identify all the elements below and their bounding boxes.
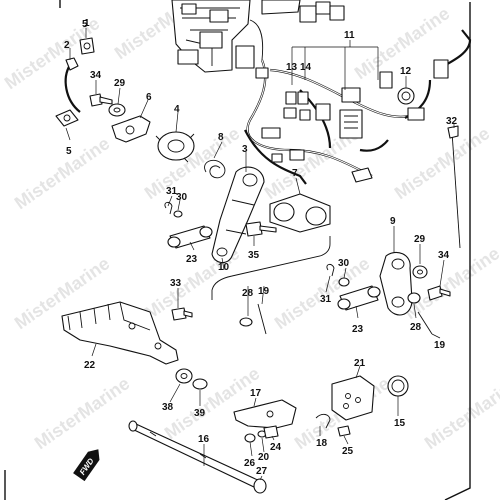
part-labels: 1 2 3 4 5 5 6 7 8 9 10 11 12 13 14 15 16…	[64, 18, 458, 477]
part-number[interactable]: 25	[342, 446, 354, 457]
part-number[interactable]: 28	[410, 322, 422, 333]
leader-lines	[65, 28, 455, 481]
part-number[interactable]: 34	[90, 70, 102, 81]
watermark: MisterMarine	[401, 243, 500, 323]
panel-cap	[331, 375, 409, 421]
shift-rod	[211, 236, 331, 300]
part-number[interactable]: 28	[242, 288, 254, 299]
part-number[interactable]: 22	[84, 360, 96, 371]
part-number[interactable]: 8	[218, 132, 224, 143]
part-number[interactable]: 7	[292, 168, 298, 179]
part-number[interactable]: 10	[218, 262, 230, 273]
part-number[interactable]: 27	[256, 466, 268, 477]
part-number[interactable]: 34	[438, 250, 450, 261]
diagram-frame	[4, 0, 471, 500]
part-number[interactable]: 5	[66, 146, 72, 157]
plate-fasteners	[233, 399, 297, 443]
shaft-bracket	[269, 193, 331, 233]
part-number[interactable]: 38	[162, 402, 174, 413]
part-number[interactable]: 32	[446, 116, 458, 127]
part-number[interactable]: 39	[194, 408, 206, 419]
part-number[interactable]: 12	[400, 66, 412, 77]
part-number[interactable]: 21	[354, 358, 366, 369]
spring	[204, 159, 226, 179]
part-number[interactable]: 13	[286, 62, 298, 73]
grommet-plug	[175, 368, 208, 390]
part-number[interactable]: 33	[170, 278, 182, 289]
clip-screw-lower	[315, 413, 351, 437]
part-number[interactable]: 23	[352, 324, 364, 335]
part-number[interactable]: 31	[166, 186, 178, 197]
part-number[interactable]: 9	[390, 216, 396, 227]
part-number[interactable]: 24	[270, 442, 282, 453]
watermark: MisterMarine	[141, 123, 243, 203]
watermark: MisterMarine	[31, 373, 133, 453]
wiring-harness	[244, 29, 472, 185]
friction-gear	[155, 131, 195, 163]
part-number[interactable]: 20	[258, 452, 270, 463]
part-number[interactable]: 29	[114, 78, 126, 89]
part-number[interactable]: 16	[198, 434, 210, 445]
part-number[interactable]: 31	[320, 294, 332, 305]
part-number[interactable]: 30	[338, 258, 350, 269]
part-number[interactable]: 35	[248, 250, 260, 261]
part-number[interactable]: 30	[176, 192, 188, 203]
part-number[interactable]: 4	[174, 104, 180, 115]
watermark: MisterMarine	[11, 133, 113, 213]
pivot-bolt	[245, 221, 277, 237]
watermark: MisterMarine	[391, 123, 493, 203]
fasteners-right	[407, 265, 451, 335]
link-left	[167, 225, 213, 249]
part-number[interactable]: 26	[244, 458, 256, 469]
part-number[interactable]: 15	[394, 418, 406, 429]
mounting-bracket	[61, 301, 179, 365]
clip-link-right	[326, 263, 381, 311]
part-number[interactable]: 17	[250, 388, 262, 399]
part-number[interactable]: 6	[146, 92, 152, 103]
part-number[interactable]: 2	[64, 40, 70, 51]
bolt-washer-bracket	[89, 93, 151, 143]
part-number[interactable]: 3	[242, 144, 248, 155]
lever-right	[379, 251, 413, 316]
watermark: MisterMarine	[421, 373, 500, 453]
cable-tie	[447, 125, 461, 249]
part-number[interactable]: 29	[414, 234, 426, 245]
part-number[interactable]: 23	[186, 254, 198, 265]
part-number[interactable]: 5	[82, 19, 88, 30]
part-number[interactable]: 11	[344, 30, 355, 41]
bracket-bolt	[171, 307, 193, 321]
washer-pin-center	[239, 303, 267, 335]
fwd-arrow-badge: FWD	[73, 449, 100, 482]
control-arm	[211, 166, 265, 264]
hose-assembly	[55, 37, 95, 127]
part-number[interactable]: 1	[84, 18, 90, 29]
main-shaft	[128, 420, 267, 494]
part-number[interactable]: 18	[316, 438, 328, 449]
clip-washer-left	[164, 201, 183, 218]
part-number[interactable]: 14	[300, 62, 312, 73]
part-number[interactable]: 19	[258, 286, 270, 297]
part-number[interactable]: 19	[434, 340, 446, 351]
control-box-assembly	[171, 0, 345, 73]
